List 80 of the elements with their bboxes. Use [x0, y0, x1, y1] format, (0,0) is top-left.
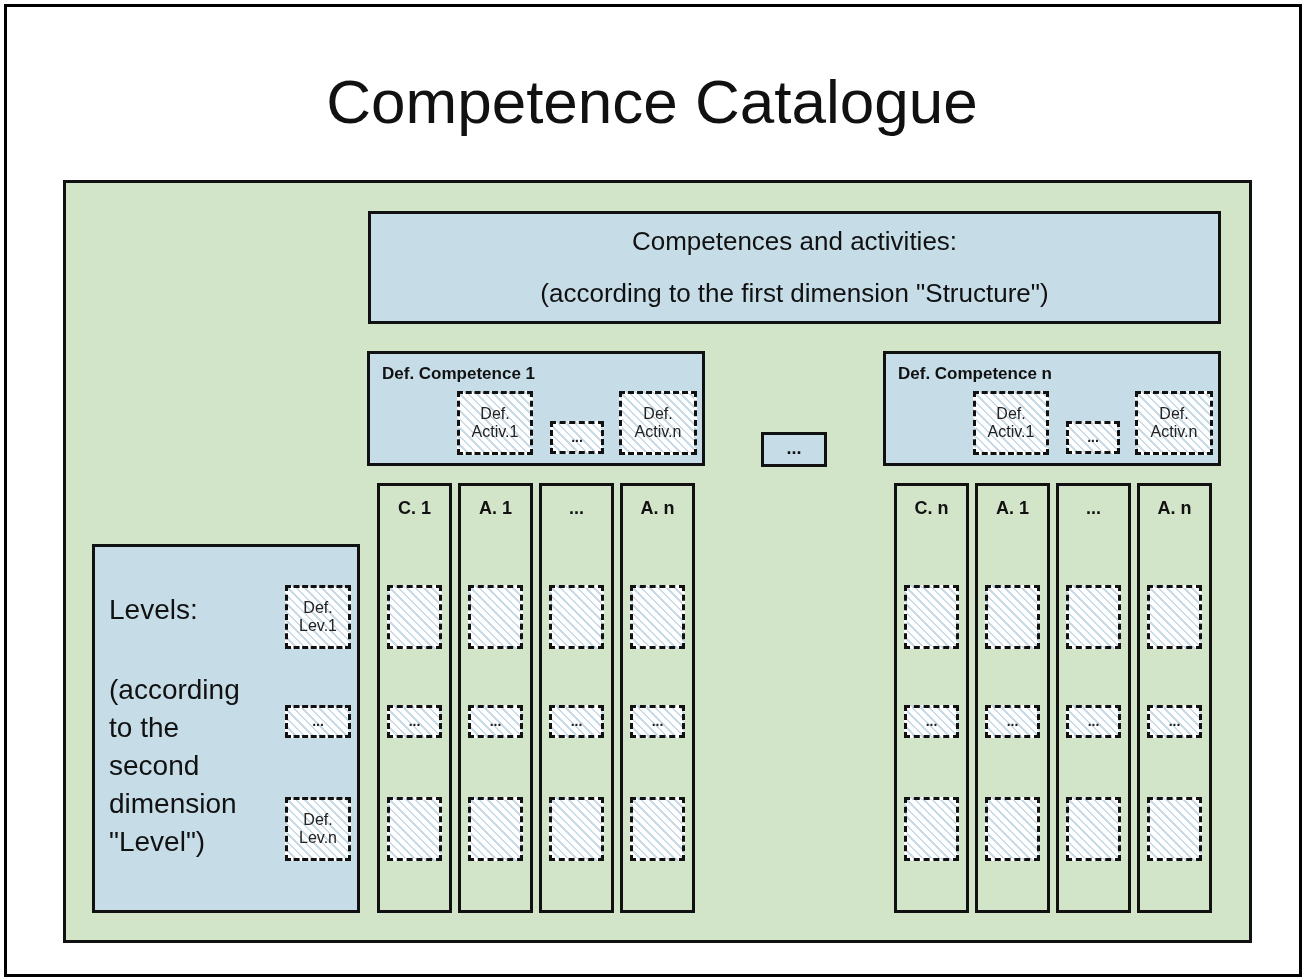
dashed-cell	[549, 585, 604, 649]
dashed-cell	[985, 797, 1040, 861]
ellipsis-label: ...	[785, 437, 803, 460]
dashed-cell	[387, 705, 442, 738]
column-box	[458, 483, 533, 913]
dashed-cell	[468, 705, 523, 738]
dashed-cell	[973, 391, 1049, 455]
levels-box	[92, 544, 360, 913]
cell-label: ...	[489, 713, 502, 730]
dashed-cell	[285, 705, 351, 738]
dashed-cell	[1135, 391, 1213, 455]
cell-label: Def. Activ.1	[986, 404, 1036, 442]
column-header: A. 1	[995, 498, 1030, 519]
dashed-cell	[387, 585, 442, 649]
cell-label: ...	[570, 713, 583, 730]
dashed-cell	[549, 797, 604, 861]
column-box	[377, 483, 452, 913]
column-header: C. n	[913, 498, 950, 519]
ellipsis-box	[761, 432, 827, 467]
cell-label: ...	[571, 429, 583, 446]
dashed-cell	[549, 705, 604, 738]
cell-label: ...	[651, 713, 664, 730]
dashed-cell	[904, 797, 959, 861]
dashed-cell	[285, 585, 351, 649]
cell-label: ...	[1087, 713, 1100, 730]
competence-label: Def. Competence n	[898, 364, 1052, 384]
dashed-cell	[468, 585, 523, 649]
header-text: (according to the first dimension "Structure")	[539, 280, 1050, 306]
dashed-cell	[904, 585, 959, 649]
column-header: ...	[568, 498, 585, 519]
dashed-cell	[550, 421, 604, 454]
column-header: A. n	[639, 498, 676, 519]
cell-label: ...	[1168, 713, 1181, 730]
catalogue-panel	[63, 180, 1252, 943]
dashed-cell	[630, 705, 685, 738]
levels-text: (according to the second dimension "Level")	[109, 673, 241, 859]
dashed-cell	[985, 705, 1040, 738]
title: Competence Catalogue	[325, 68, 979, 137]
dashed-cell	[1066, 585, 1121, 649]
cell-label: Def. Lev.n	[298, 810, 338, 848]
dashed-cell	[1147, 585, 1202, 649]
competence-box	[367, 351, 705, 466]
dashed-cell	[985, 585, 1040, 649]
cell-label: Def. Activ.n	[633, 404, 683, 442]
column-header: ...	[1085, 498, 1102, 519]
dashed-cell	[1147, 797, 1202, 861]
column-box	[539, 483, 614, 913]
column-box	[1137, 483, 1212, 913]
cell-label: ...	[1006, 713, 1019, 730]
column-header: A. n	[1156, 498, 1193, 519]
competence-box	[883, 351, 1221, 466]
dashed-cell	[387, 797, 442, 861]
dashed-cell	[619, 391, 697, 455]
dashed-cell	[1066, 705, 1121, 738]
header-text: Competences and activities:	[630, 228, 959, 254]
header-box	[368, 211, 1221, 324]
column-box	[1056, 483, 1131, 913]
dashed-cell	[630, 797, 685, 861]
cell-label: Def. Activ.1	[470, 404, 520, 442]
levels-text: Levels:	[109, 593, 199, 627]
cell-label: ...	[925, 713, 938, 730]
dashed-cell	[285, 797, 351, 861]
cell-label: Def. Activ.n	[1149, 404, 1199, 442]
cell-label: Def. Lev.1	[298, 598, 338, 636]
dashed-cell	[1147, 705, 1202, 738]
dashed-cell	[904, 705, 959, 738]
column-box	[975, 483, 1050, 913]
column-box	[894, 483, 969, 913]
dashed-cell	[630, 585, 685, 649]
cell-label: ...	[408, 713, 421, 730]
dashed-cell	[468, 797, 523, 861]
dashed-cell	[457, 391, 533, 455]
dashed-cell	[1066, 797, 1121, 861]
competence-label: Def. Competence 1	[382, 364, 536, 384]
dashed-cell	[1066, 421, 1120, 454]
cell-label: ...	[1087, 429, 1099, 446]
column-header: C. 1	[397, 498, 432, 519]
cell-label: ...	[312, 713, 324, 730]
column-box	[620, 483, 695, 913]
column-header: A. 1	[478, 498, 513, 519]
